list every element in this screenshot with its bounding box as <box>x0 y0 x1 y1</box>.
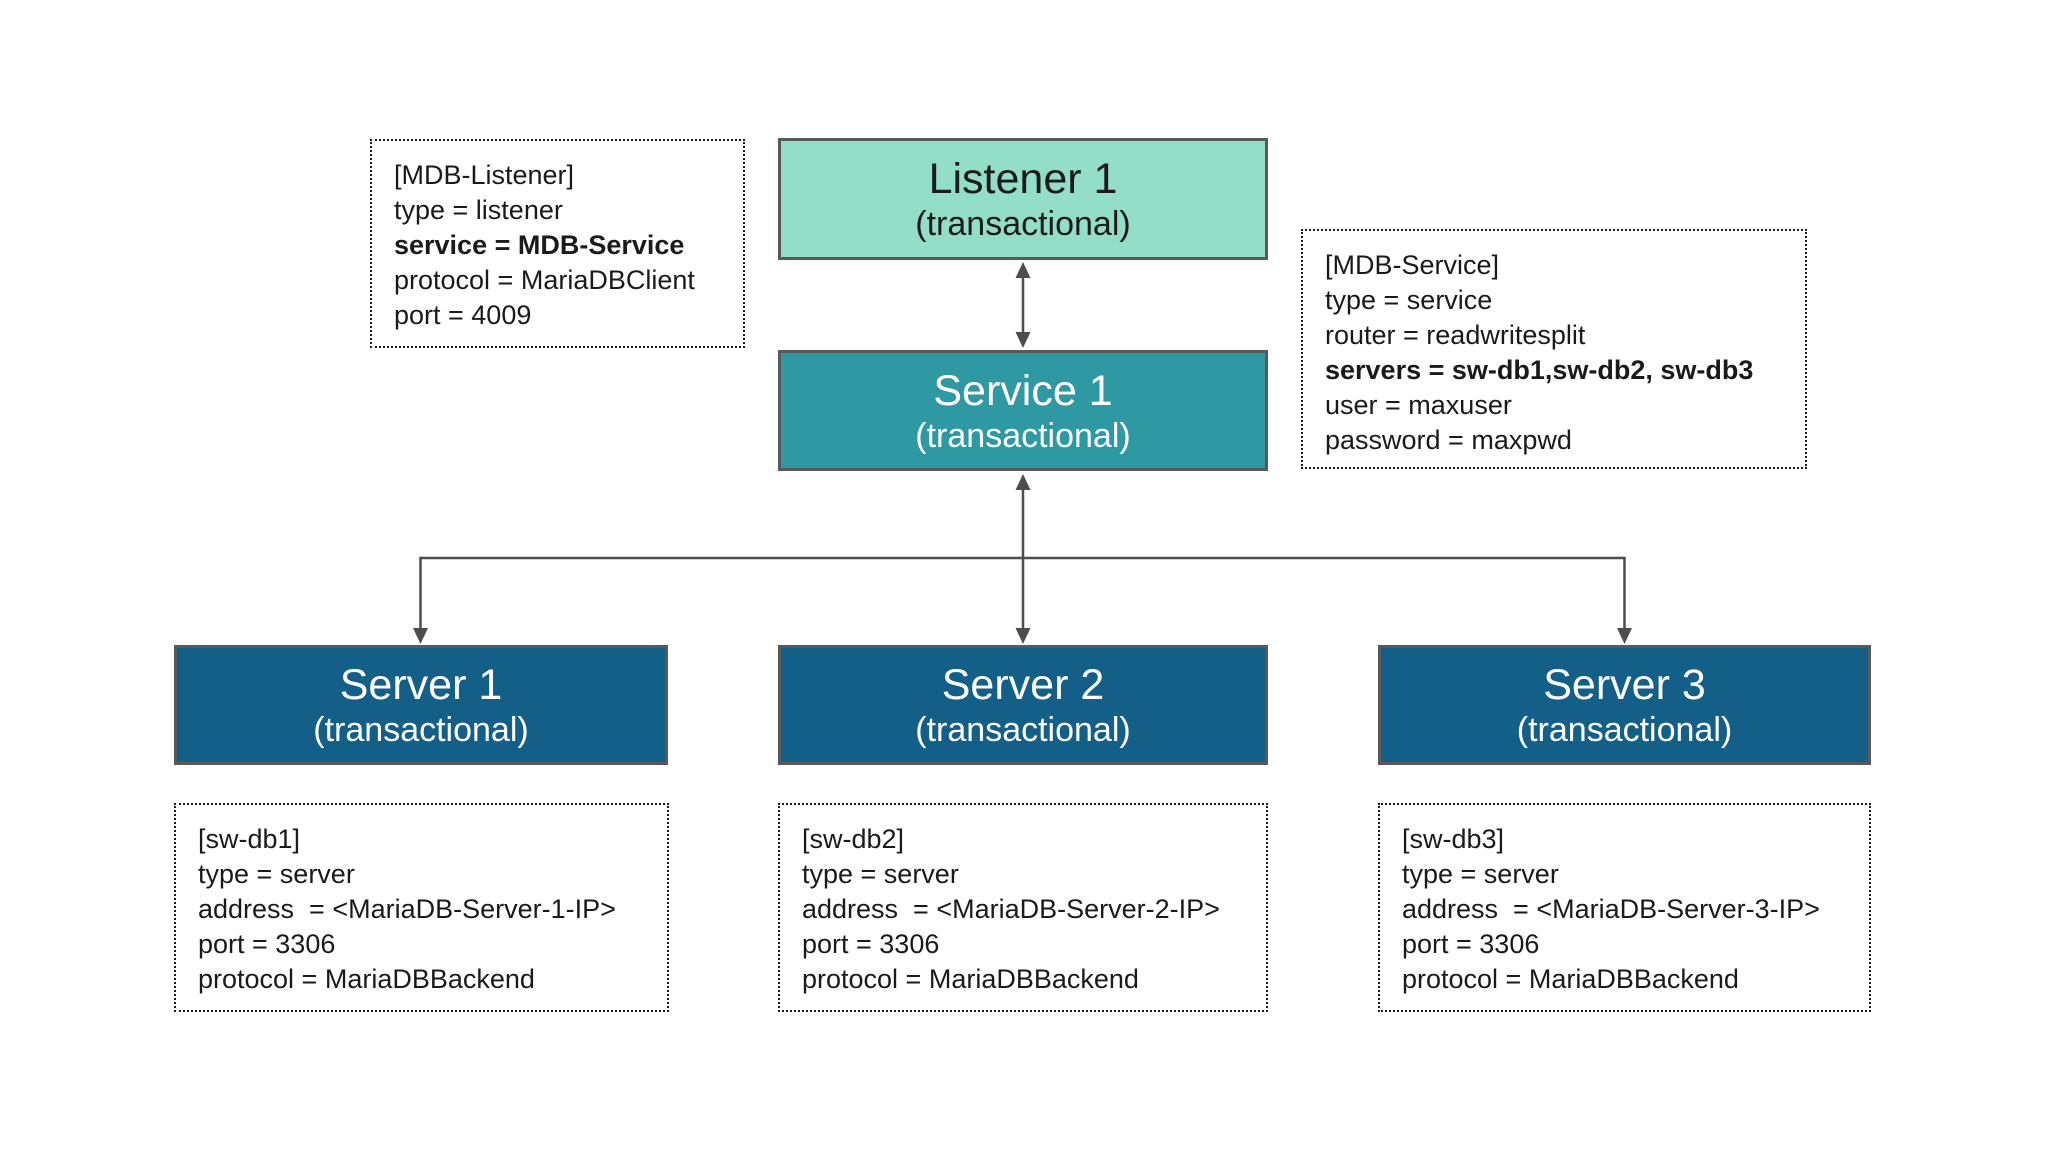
config-line: port = 3306 <box>198 929 336 959</box>
arrow-to-server1 <box>413 556 428 644</box>
config-line: [sw-db2] <box>802 824 905 854</box>
config-line: service = MDB-Service <box>394 230 685 260</box>
config-line: address = <MariaDB-Server-2-IP> <box>802 894 1220 924</box>
node-server-3: Server 3 (transactional) <box>1378 645 1871 765</box>
node-subtitle: (transactional) <box>915 205 1131 243</box>
config-box-mdb-service: [MDB-Service] type = service router = read… <box>1301 229 1807 469</box>
config-line: type = server <box>802 859 959 889</box>
config-line: type = server <box>1402 859 1559 889</box>
config-line: protocol = MariaDBBackend <box>802 964 1139 994</box>
node-listener-1: Listener 1 (transactional) <box>778 138 1268 260</box>
config-line: [MDB-Listener] <box>394 160 575 190</box>
config-line: port = 3306 <box>1402 929 1540 959</box>
config-line: address = <MariaDB-Server-1-IP> <box>198 894 616 924</box>
config-line: password = maxpwd <box>1325 425 1572 455</box>
config-line: router = readwritesplit <box>1325 320 1586 350</box>
arrow-listener-service <box>1015 262 1031 348</box>
config-line: type = service <box>1325 285 1493 315</box>
config-line: protocol = MariaDBBackend <box>198 964 535 994</box>
node-server-2: Server 2 (transactional) <box>778 645 1268 765</box>
config-line: protocol = MariaDBClient <box>394 265 695 295</box>
config-line: port = 4009 <box>394 300 532 330</box>
node-subtitle: (transactional) <box>1516 711 1733 749</box>
config-line: [sw-db1] <box>198 824 301 854</box>
config-box-sw-db1: [sw-db1] type = server address = <MariaDB-… <box>174 803 669 1012</box>
node-subtitle: (transactional) <box>313 711 529 749</box>
config-line: type = listener <box>394 195 563 225</box>
config-box-sw-db3: [sw-db3] type = server address = <MariaDB-… <box>1378 803 1871 1012</box>
config-box-mdb-listener: [MDB-Listener] type = listener service = M… <box>370 139 745 348</box>
node-title: Server 2 <box>941 661 1105 709</box>
node-title: Server 3 <box>1543 661 1706 709</box>
config-line: type = server <box>198 859 355 889</box>
config-line: port = 3306 <box>802 929 940 959</box>
arrow-to-server3 <box>1617 556 1632 644</box>
node-title: Server 1 <box>339 661 503 709</box>
config-line: [sw-db3] <box>1402 824 1505 854</box>
arrow-service-server2 <box>1015 474 1031 644</box>
node-subtitle: (transactional) <box>915 416 1131 455</box>
config-line: [MDB-Service] <box>1325 250 1500 280</box>
config-line: servers = sw-db1,sw-db2, sw-db3 <box>1325 355 1754 385</box>
node-service-1: Service 1 (transactional) <box>778 350 1268 471</box>
node-title: Service 1 <box>933 366 1113 415</box>
node-server-1: Server 1 (transactional) <box>174 645 668 765</box>
config-line: user = maxuser <box>1325 390 1512 420</box>
node-title: Listener 1 <box>928 155 1118 203</box>
config-box-sw-db2: [sw-db2] type = server address = <MariaDB-… <box>778 803 1268 1012</box>
config-line: protocol = MariaDBBackend <box>1402 964 1739 994</box>
config-line: address = <MariaDB-Server-3-IP> <box>1402 894 1820 924</box>
node-subtitle: (transactional) <box>915 711 1131 749</box>
